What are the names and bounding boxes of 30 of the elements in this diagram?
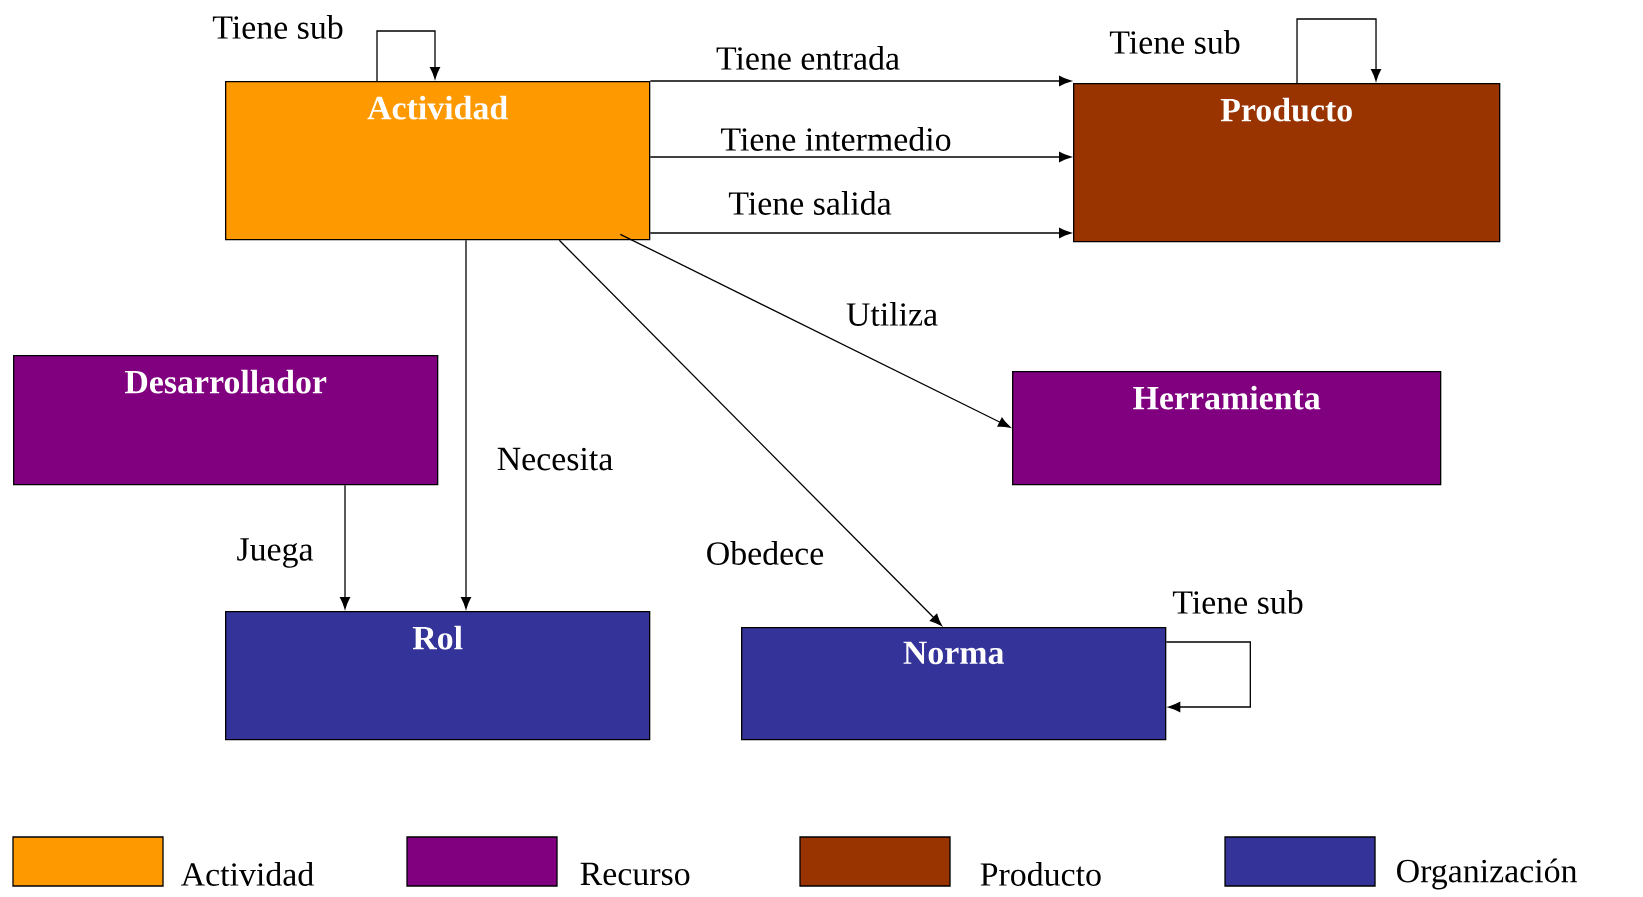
edge-label: Tiene entrada: [715, 45, 902, 71]
edge-label: Obedece: [704, 540, 826, 566]
process-box: Desarrollador: [13, 355, 439, 486]
edge-label: Tiene sub: [1108, 29, 1242, 55]
legend-label: Actividad: [181, 862, 314, 886]
process-box: Producto: [1073, 83, 1501, 243]
arrow: [558, 239, 942, 626]
legend-label: Organización: [1397, 858, 1577, 890]
process-box: Herramienta: [1012, 371, 1442, 486]
arrow: [1165, 641, 1251, 712]
arrow: [376, 30, 440, 82]
arrow: [649, 228, 1072, 238]
edge-label: Utiliza: [844, 301, 940, 327]
edge-label: Necesita: [495, 446, 615, 472]
arrow: [619, 233, 1011, 428]
edge-label: Tiene intermedio: [719, 126, 953, 152]
edge-label: Tiene sub: [1171, 589, 1305, 615]
process-box: Rol: [225, 611, 651, 741]
legend-label: Producto: [980, 862, 1101, 886]
arrow: [340, 484, 350, 610]
edge-label: Tiene salida: [727, 190, 893, 216]
process-box: Actividad: [225, 81, 651, 241]
legend-label: Recurso: [580, 862, 690, 886]
arrow: [649, 76, 1072, 86]
arrow: [1296, 18, 1381, 84]
process-box: Norma: [741, 627, 1167, 741]
edge-label: Tiene sub: [211, 14, 345, 40]
arrow: [461, 239, 471, 610]
arrow: [649, 152, 1072, 162]
edge-label: Juega: [235, 537, 315, 569]
